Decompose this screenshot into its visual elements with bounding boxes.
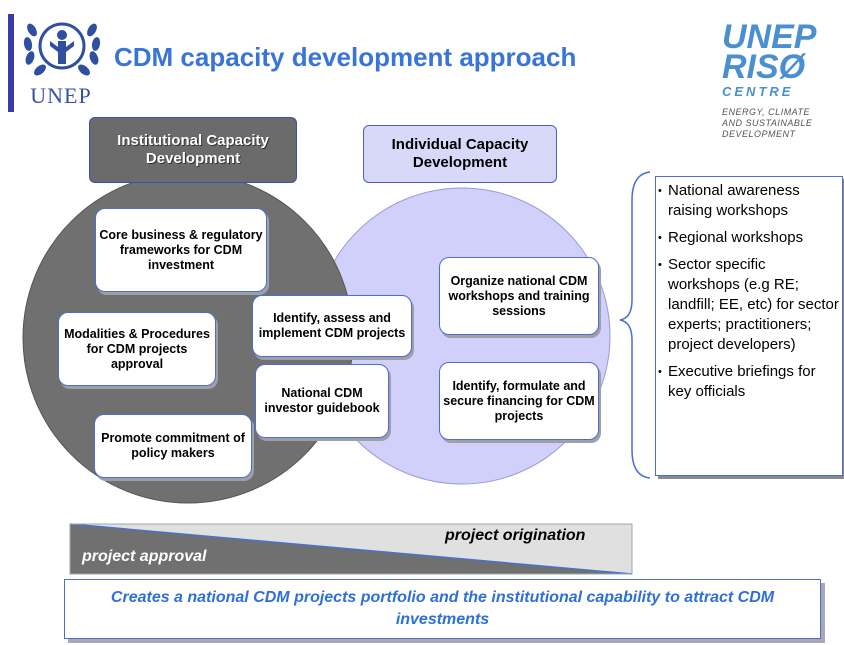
- riso-logo-line3: CENTRE: [722, 84, 794, 99]
- institutional-capacity-header: Institutional Capacity Development: [89, 117, 297, 183]
- financing-box: Identify, formulate and secure financing…: [439, 362, 599, 440]
- investor-guidebook-box: National CDM investor guidebook: [255, 364, 389, 438]
- list-item: Sector specific workshops (e.g RE; landf…: [658, 255, 840, 355]
- activities-list: National awareness raising workshops Reg…: [655, 176, 843, 476]
- unep-logo-text: UNEP: [30, 83, 92, 108]
- core-business-box: Core business & regulatory frameworks fo…: [95, 208, 267, 292]
- list-item: Executive briefings for key officials: [658, 362, 840, 402]
- modalities-box: Modalities & Procedures for CDM projects…: [58, 312, 216, 386]
- promote-commitment-box: Promote commitment of policy makers: [94, 414, 252, 478]
- riso-logo-line1: UNEP: [722, 18, 817, 56]
- riso-logo-tagline: ENERGY, CLIMATE AND SUSTAINABLE DEVELOPM…: [722, 107, 813, 139]
- summary-box: Creates a national CDM projects portfoli…: [64, 579, 821, 639]
- wedge-divider: [69, 523, 633, 575]
- title-accent-bar: [8, 14, 14, 112]
- organize-workshops-box: Organize national CDM workshops and trai…: [439, 257, 599, 335]
- list-item: National awareness raising workshops: [658, 181, 840, 221]
- list-item: Regional workshops: [658, 228, 840, 248]
- unep-emblem-icon: [23, 22, 101, 76]
- riso-logo-line2: RISØ: [722, 48, 806, 86]
- project-origination-label: project origination: [445, 527, 586, 544]
- riso-centre-logo: UNEP RISØ CENTRE ENERGY, CLIMATE AND SUS…: [722, 18, 840, 140]
- page-title: CDM capacity development approach: [114, 42, 577, 72]
- identify-assess-box: Identify, assess and implement CDM proje…: [252, 295, 412, 357]
- curly-brace: [619, 171, 651, 479]
- individual-capacity-header: Individual Capacity Development: [363, 125, 557, 183]
- project-approval-label: project approval: [82, 548, 207, 565]
